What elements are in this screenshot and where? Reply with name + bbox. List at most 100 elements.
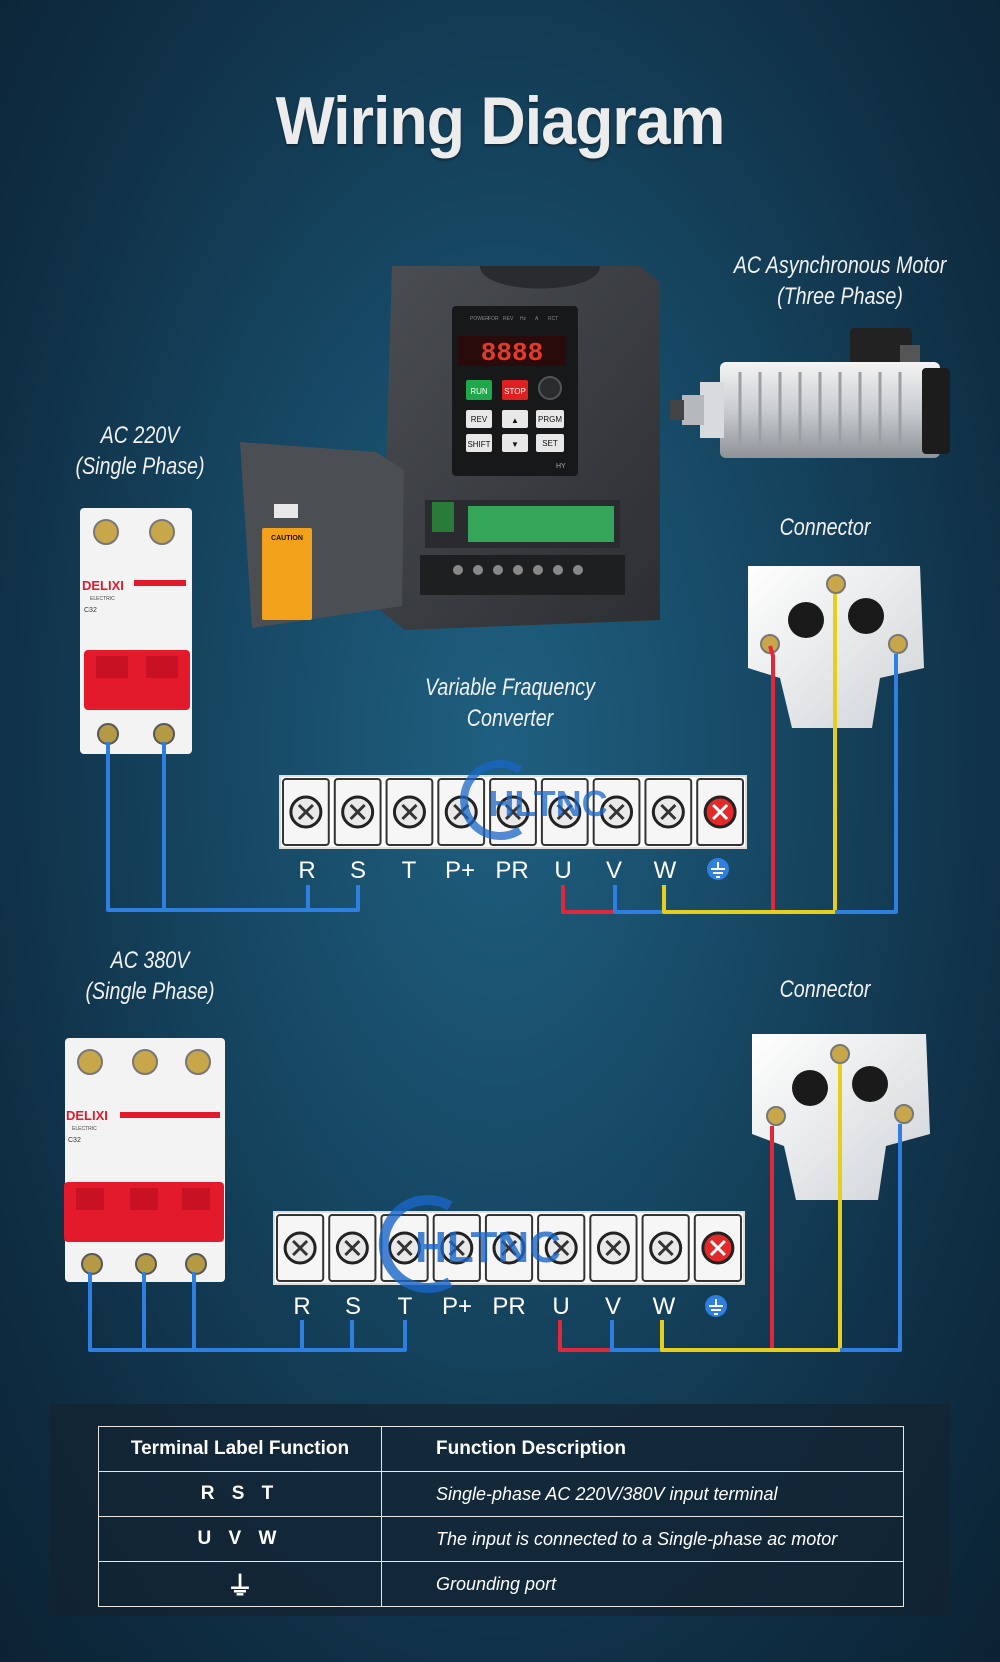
table-cell-desc: Grounding port <box>381 1561 904 1607</box>
watermark-bottom: HLTNC <box>378 1195 561 1293</box>
ac380-caption-line2: (Single Phase) <box>85 978 215 1005</box>
motor-fins <box>738 372 902 448</box>
wire-t-bottom <box>192 1272 407 1352</box>
breaker-2p-screw <box>97 723 119 745</box>
wires-bottom <box>88 1064 902 1352</box>
connector-top-pin <box>760 634 780 654</box>
ac220-caption-line2: (Single Phase) <box>75 453 205 480</box>
connector-top-pin <box>888 634 908 654</box>
terminal-label-s: S <box>350 857 366 884</box>
vfd-knob <box>538 376 562 400</box>
vfd-display-digits: 8888 <box>481 338 543 368</box>
breaker-3p-sub: ELECTRIC <box>72 1126 97 1132</box>
vfd-caution-label <box>262 528 312 620</box>
terminal-label-t: T <box>402 857 417 884</box>
table-row: ⏚ Grounding port <box>98 1561 904 1607</box>
connector-bottom-pin <box>830 1044 850 1064</box>
connector-top-socket <box>848 598 884 634</box>
vfd-run-label: RUN <box>470 387 488 396</box>
terminal-strip-bottom-cells <box>276 1214 742 1282</box>
breaker-3p-stripe <box>120 1112 220 1118</box>
screw-slot <box>504 803 522 821</box>
terminal-label-w: W <box>654 857 677 884</box>
breaker-2p-lever <box>96 656 128 678</box>
vfd-led-label: A <box>535 316 539 322</box>
terminal-label-v: V <box>605 1293 621 1320</box>
vfd-shift-label: SHIFT <box>467 440 490 449</box>
breaker-3p-screw <box>132 1049 158 1075</box>
vfd-led-label: POWER <box>470 316 489 322</box>
breaker-3p-screw <box>77 1049 103 1075</box>
vfd-caption-line1: Variable Fraquency <box>425 674 595 701</box>
ground-symbol-icon <box>707 858 729 880</box>
motor-end-cap <box>922 368 950 454</box>
screw-slot <box>396 1239 413 1257</box>
vfd-led-label: Hz <box>520 316 527 322</box>
breaker-2p-image: DELIXI ELECTRIC C32 <box>80 508 192 754</box>
motor-caption: AC Asynchronous Motor (Three Phase) <box>717 250 963 312</box>
table-row: R S T Single-phase AC 220V/380V input te… <box>98 1471 904 1517</box>
table-header-description: Function Description <box>381 1426 904 1472</box>
vfd-power-screws <box>453 565 583 575</box>
breaker-2p-body <box>80 508 192 754</box>
terminal-strip-top: R S T P+ PR U V W <box>279 775 747 884</box>
breaker-3p-brand: DELIXI <box>66 1108 108 1123</box>
vfd-brand: HY <box>556 463 566 470</box>
wire-pe-bottom <box>840 1124 902 1352</box>
vfd-relay <box>432 502 454 532</box>
breaker-3p-lever <box>182 1188 210 1210</box>
vfd-stop-label: STOP <box>504 387 526 396</box>
terminal-label-pr: PR <box>495 857 528 884</box>
connector-bottom-socket <box>792 1070 828 1106</box>
terminal-label-t: T <box>398 1293 413 1320</box>
wire-w-top <box>662 594 837 914</box>
wire-v-bottom-stub <box>610 1320 662 1352</box>
vfd-grey-keys <box>466 410 564 452</box>
motor-junction-box <box>850 328 912 372</box>
watermark-top-text: HLTNC <box>488 783 607 824</box>
ac380-caption: AC 380V (Single Phase) <box>68 945 232 1007</box>
terminal-label-p-plus: P+ <box>442 1293 472 1320</box>
motor-nut <box>670 400 684 420</box>
terminal-function-table: Terminal Label Function Function Descrip… <box>98 1426 904 1607</box>
connector-bottom-socket <box>852 1066 888 1102</box>
breaker-3p-image: DELIXI ELECTRIC C32 <box>64 1038 225 1282</box>
wire-v-top-stub <box>613 885 664 914</box>
breaker-2p-screw <box>93 519 119 545</box>
vfd-rev-label: REV <box>471 415 488 424</box>
screw-slot <box>292 1239 309 1257</box>
terminal-strip-bottom: R S T P+ PR U V W <box>273 1211 745 1320</box>
table-header-label: Terminal Label Function <box>98 1426 382 1472</box>
page-title: Wiring Diagram <box>275 83 726 159</box>
terminal-label-s: S <box>345 1293 361 1320</box>
vfd-prgm-label: PRGM <box>538 415 562 424</box>
vfd-run-key <box>466 380 492 400</box>
screw-slot <box>401 803 418 821</box>
screw-slot <box>553 1239 570 1257</box>
vfd-caution-text: CAUTION <box>271 535 303 542</box>
vfd-caption: Variable Fraquency Converter <box>403 672 616 734</box>
ac380-caption-line1: AC 380V <box>110 947 190 974</box>
breaker-2p-model: C32 <box>84 607 97 614</box>
connector-bottom-pin <box>766 1106 786 1126</box>
watermark-bottom-text: HLTNC <box>415 1223 561 1272</box>
screw-slot <box>344 1239 361 1257</box>
wires-top <box>106 594 898 914</box>
connector-top-pin <box>826 574 846 594</box>
screw-slot <box>712 803 729 821</box>
terminal-label-w: W <box>653 1293 676 1320</box>
breaker-2p-screw <box>149 519 175 545</box>
ground-symbol-icon <box>705 1295 727 1317</box>
breaker-2p-stripe <box>134 580 186 586</box>
ac220-caption-line1: AC 220V <box>100 422 180 449</box>
table-row: U V W The input is connected to a Single… <box>98 1516 904 1562</box>
terminal-label-u: U <box>554 857 571 884</box>
screw-slot <box>660 803 677 821</box>
screw-slot <box>605 1239 622 1257</box>
terminal-strip-top-cells <box>282 778 745 846</box>
wire-r-top <box>106 742 310 912</box>
vfd-power-terminals <box>420 555 625 595</box>
breaker-3p-lever <box>130 1188 158 1210</box>
screw-slot <box>500 1239 518 1257</box>
screw-slot <box>709 1239 726 1257</box>
